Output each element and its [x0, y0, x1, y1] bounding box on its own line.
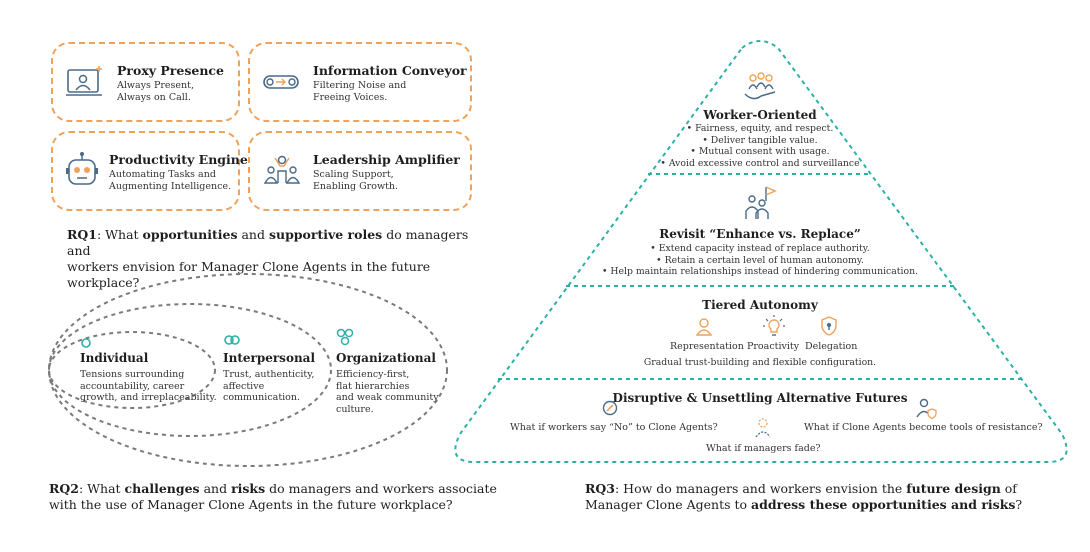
- tiered-item-proactivity: Proactivity: [747, 341, 800, 352]
- level-title-interpersonal: Interpersonal: [223, 351, 316, 365]
- card-title: Leadership Amplifier: [313, 152, 460, 167]
- card-desc: Automating Tasks and Augmenting Intellig…: [109, 169, 232, 192]
- tier-title-disruptive: Disruptive & Unsettling Alternative Futu…: [612, 391, 908, 405]
- teamwork-flag-icon: [745, 186, 777, 219]
- rq2-question: RQ2: What challenges and risks do manage…: [49, 481, 497, 512]
- tiered-item-representation: Representation: [670, 341, 744, 352]
- worker-group-icon: [744, 72, 776, 100]
- disruptive-question-managers: What if managers fade?: [706, 443, 821, 454]
- tier-title-tiered-autonomy: Tiered Autonomy: [702, 298, 818, 312]
- lightbulb-icon: [763, 315, 785, 336]
- people-shield-icon: [916, 398, 937, 420]
- card-productivity-engine: [51, 131, 240, 211]
- card-title: Information Conveyor: [313, 63, 467, 78]
- tiered-note: Gradual trust-building and flexible conf…: [643, 357, 877, 368]
- card-proxy-presence: [51, 42, 240, 122]
- disruptive-question-workers: What if workers say “No” to Clone Agents…: [510, 422, 718, 433]
- tiered-item-delegation: Delegation: [805, 341, 858, 352]
- rq1-question: RQ1: What opportunities and supportive r…: [67, 227, 469, 290]
- fading-person-icon: [755, 418, 771, 438]
- conveyor-icon: [263, 75, 299, 89]
- robot-icon: [66, 152, 98, 185]
- level-title-organizational: Organizational: [336, 351, 436, 365]
- card-desc: Filtering Noise and Freeing Voices.: [313, 80, 407, 103]
- level-desc-interpersonal: Trust, authenticity, affective communica…: [223, 369, 315, 403]
- level-desc-individual: Tensions surrounding accountability, car…: [80, 369, 217, 403]
- disruptive-question-resistance: What if Clone Agents become tools of res…: [804, 422, 1043, 433]
- level-title-individual: Individual: [80, 351, 149, 365]
- card-title: Proxy Presence: [117, 63, 224, 78]
- card-title: Productivity Engine: [109, 152, 248, 167]
- card-desc: Always Present, Always on Call.: [117, 80, 194, 103]
- nested-ellipses: [48, 273, 448, 467]
- card-leadership-amplifier: [248, 131, 472, 211]
- tier-bullets-worker-oriented: • Fairness, equity, and respect. • Deliv…: [660, 123, 860, 169]
- compass-icon: [602, 400, 618, 416]
- single-circle-icon: [81, 338, 91, 348]
- card-information-conveyor: [248, 42, 472, 122]
- tier-bullets-revisit: • Extend capacity instead of replace aut…: [601, 243, 919, 277]
- double-circle-icon: [224, 335, 240, 345]
- team-leader-icon: [263, 155, 301, 184]
- card-desc: Scaling Support, Enabling Growth.: [313, 169, 399, 192]
- person-icon: [695, 318, 713, 336]
- shield-icon: [821, 316, 837, 336]
- rq3-question: RQ3: How do managers and workers envisio…: [585, 481, 1023, 512]
- tier-title-revisit: Revisit “Enhance vs. Replace”: [659, 227, 861, 241]
- level-desc-organizational: Efficiency-first, flat hierarchies and w…: [336, 369, 439, 415]
- triple-circle-icon: [336, 328, 354, 346]
- tier-title-worker-oriented: Worker-Oriented: [703, 108, 817, 122]
- presenter-screen-icon: [66, 66, 102, 96]
